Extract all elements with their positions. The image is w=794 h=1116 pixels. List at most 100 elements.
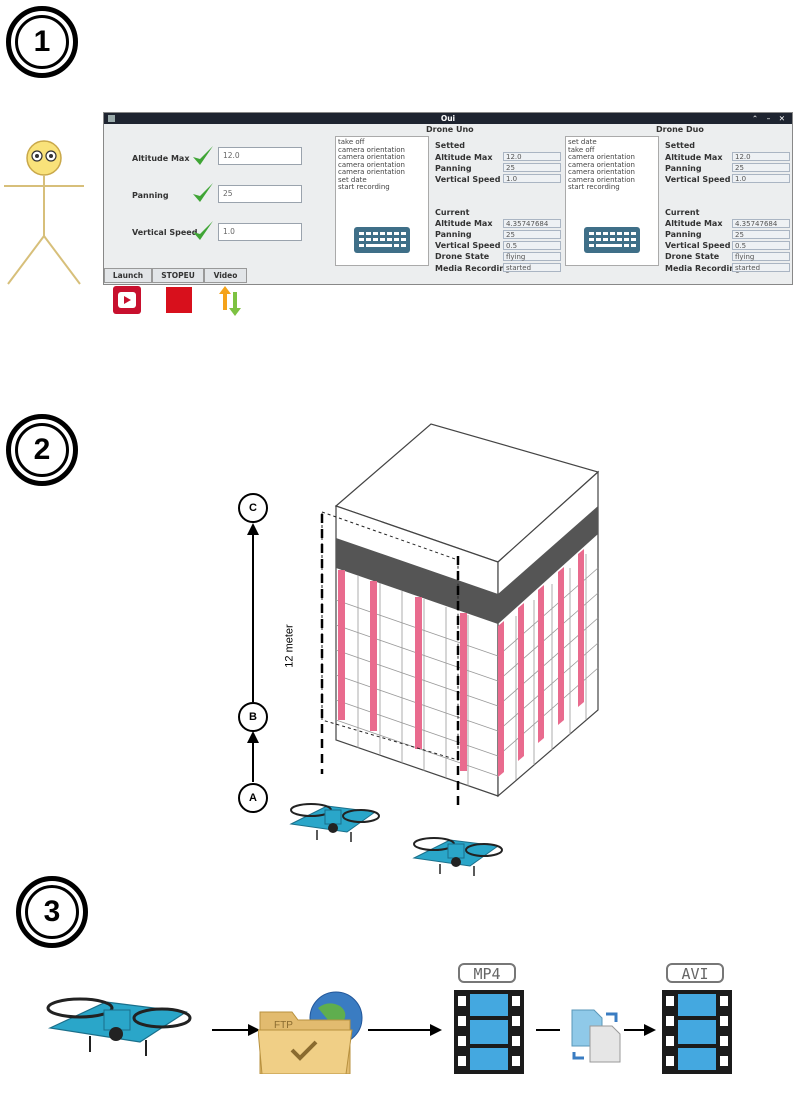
path-point-b: B: [238, 702, 268, 732]
log-line: take off: [338, 138, 365, 146]
current-label: Altitude Max: [665, 219, 723, 228]
scan-boundary-lines: [320, 514, 460, 808]
log-line: camera orientation: [338, 160, 405, 169]
drone-duo-setted-title: Setted: [665, 141, 695, 150]
play-video-icon[interactable]: [113, 286, 141, 314]
drone-duo-title: Drone Duo: [656, 125, 704, 134]
current-value: started: [503, 263, 561, 272]
ftp-label: FTP: [274, 1020, 293, 1031]
transfer-arrows-icon[interactable]: [218, 286, 244, 316]
current-value: flying: [732, 252, 790, 261]
drone-icon: [289, 803, 380, 842]
current-label: Vertical Speed: [435, 241, 501, 250]
altitude-input[interactable]: 12.0: [218, 147, 302, 165]
current-value: 0.5: [503, 241, 561, 250]
current-value: flying: [503, 252, 561, 261]
drone-duo-current-title: Current: [665, 208, 700, 217]
tab-video[interactable]: Video: [204, 268, 247, 283]
log-line: start recording: [568, 183, 620, 191]
control-window: Oui ⌃ – ✕ Altitude Max Panning Vertical …: [103, 112, 793, 285]
step-3-badge: 3: [16, 876, 88, 948]
current-value: 0.5: [732, 241, 790, 250]
drone-uno-title: Drone Uno: [426, 125, 474, 134]
pipeline-arrows: [212, 1024, 656, 1036]
drone-uno-setted-title: Setted: [435, 141, 465, 150]
drone-uno-log[interactable]: take off camera orientation camera orien…: [335, 136, 429, 266]
setted-label: Altitude Max: [665, 153, 723, 162]
current-label: Vertical Speed: [665, 241, 731, 250]
step-2-badge: 2: [6, 414, 78, 486]
current-value: 4.35747684: [732, 219, 790, 228]
app-icon: [108, 115, 115, 122]
current-label: Media Recording: [665, 264, 741, 273]
current-label: Media Recording: [435, 264, 511, 273]
log-line: set date: [338, 175, 367, 184]
globe-icon: [258, 991, 363, 1074]
step-number: 3: [43, 895, 61, 928]
flight-path-arrows: [247, 523, 259, 782]
drone-icon: [46, 997, 192, 1056]
log-line: camera orientation: [338, 168, 405, 176]
log-line: start recording: [338, 183, 390, 191]
checkmark-icon: [193, 183, 213, 202]
window-controls[interactable]: ⌃ – ✕: [751, 114, 788, 123]
avi-format-label: AVI: [666, 963, 724, 983]
current-label: Drone State: [435, 252, 490, 261]
user-stick-figure-icon: [4, 140, 84, 285]
keyboard-icon: [584, 227, 640, 253]
path-point-a: A: [238, 783, 268, 813]
current-label: Altitude Max: [435, 219, 493, 228]
current-label: Drone State: [665, 252, 720, 261]
stop-icon[interactable]: [166, 287, 192, 313]
window-title: Oui: [440, 114, 456, 123]
setted-label: Vertical Speed: [665, 175, 731, 184]
setted-value: 1.0: [732, 174, 790, 183]
path-point-c: C: [238, 493, 268, 523]
current-value: started: [732, 263, 790, 272]
setted-value: 12.0: [503, 152, 561, 161]
drone-duo-log[interactable]: set date take off camera orientation cam…: [565, 136, 659, 266]
setted-label: Panning: [665, 164, 702, 173]
setted-value: 1.0: [503, 174, 561, 183]
drone-uno-current-title: Current: [435, 208, 470, 217]
current-value: 25: [732, 230, 790, 239]
log-line: camera orientation: [338, 153, 405, 161]
log-line: camera orientation: [568, 153, 635, 161]
setted-value: 25: [503, 163, 561, 172]
convert-file-icon: [571, 1009, 621, 1063]
current-label: Panning: [665, 230, 702, 239]
current-value: 25: [503, 230, 561, 239]
mp4-video-icon: [454, 990, 524, 1074]
log-line: take off: [568, 145, 595, 154]
step-number: 1: [33, 25, 51, 58]
setted-label: Panning: [435, 164, 472, 173]
tab-launch[interactable]: Launch: [104, 268, 152, 283]
vspeed-label: Vertical Speed: [132, 228, 198, 237]
avi-video-icon: [662, 990, 732, 1074]
checkmark-icon: [193, 146, 213, 165]
log-line: camera orientation: [568, 175, 635, 184]
setted-label: Vertical Speed: [435, 175, 501, 184]
setted-value: 12.0: [732, 152, 790, 161]
vspeed-input[interactable]: 1.0: [218, 223, 302, 241]
tab-stopeu[interactable]: STOPEU: [152, 268, 204, 283]
setted-label: Altitude Max: [435, 153, 493, 162]
step-number: 2: [33, 433, 51, 466]
panning-label: Panning: [132, 191, 169, 200]
log-line: camera orientation: [568, 160, 635, 169]
ftp-folder-icon: FTP: [258, 990, 368, 1074]
checkmark-icon: [193, 221, 213, 240]
setted-value: 25: [732, 163, 790, 172]
panning-input[interactable]: 25: [218, 185, 302, 203]
window-titlebar[interactable]: Oui ⌃ – ✕: [104, 113, 792, 124]
step-1-badge: 1: [6, 6, 78, 78]
drone-icon: [412, 837, 503, 876]
height-label: 12 meter: [283, 624, 296, 668]
log-line: camera orientation: [568, 168, 635, 176]
keyboard-icon: [354, 227, 410, 253]
mp4-format-label: MP4: [458, 963, 516, 983]
altitude-label: Altitude Max: [132, 154, 190, 163]
current-value: 4.35747684: [503, 219, 561, 228]
log-line: camera orientation: [338, 145, 405, 154]
log-line: set date: [568, 138, 597, 146]
